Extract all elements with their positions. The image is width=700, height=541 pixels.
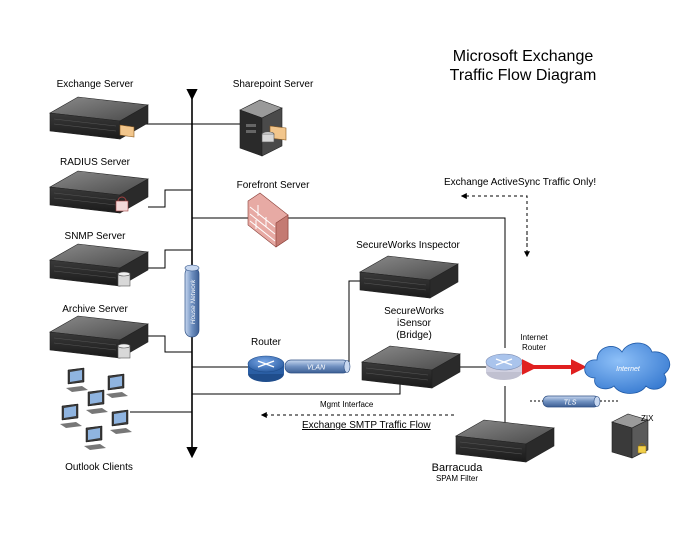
zix-label: ZIX xyxy=(641,414,654,423)
diagram-title: Microsoft Exchange Traffic Flow Diagram xyxy=(443,47,603,85)
radius-server-label: RADIUS Server xyxy=(59,157,131,168)
secureworks-inspector-icon xyxy=(359,255,459,299)
archive-server-label: Archive Server xyxy=(62,304,128,315)
activesync-note: Exchange ActiveSync Traffic Only! xyxy=(444,177,597,188)
snmp-server-label: SNMP Server xyxy=(64,231,126,242)
internet-router-icon xyxy=(485,353,523,380)
zix-device-icon xyxy=(611,413,649,459)
outlook-clients-label: Outlook Clients xyxy=(65,462,133,473)
radius-server-icon xyxy=(49,170,149,214)
title-line-1: Microsoft Exchange xyxy=(452,48,594,65)
vlan-label: VLAN xyxy=(307,365,326,372)
exchange-server-icon xyxy=(49,96,149,140)
smtp-flow-label: Exchange SMTP Traffic Flow xyxy=(302,420,431,431)
tls-label: TLS xyxy=(564,400,577,407)
mgmt-interface-label: Mgmt Interface xyxy=(320,400,374,409)
sharepoint-server-label: Sharepoint Server xyxy=(232,79,314,90)
barracuda-sub-label: SPAM Filter xyxy=(435,474,479,483)
internet-cloud-label: Internet xyxy=(616,366,641,373)
archive-server-icon xyxy=(49,315,149,359)
internet-router-line-1: Internet xyxy=(520,333,548,342)
house-network-pipe xyxy=(184,264,200,338)
secureworks-inspector-label: SecureWorks Inspector xyxy=(356,240,460,251)
activesync-flow xyxy=(460,193,530,258)
barracuda-icon xyxy=(455,419,555,463)
secureworks-isensor-label: SecureWorks iSensor (Bridge) xyxy=(384,306,444,342)
house-network-label: House Network xyxy=(190,279,197,324)
internet-cloud-icon xyxy=(584,342,671,394)
router-label: Router xyxy=(250,337,282,348)
forefront-server-label: Forefront Server xyxy=(236,180,310,191)
secureworks-isensor-icon xyxy=(361,345,461,389)
isensor-line-2: iSensor xyxy=(397,318,431,329)
sharepoint-server-icon xyxy=(239,99,287,157)
title-line-2: Traffic Flow Diagram xyxy=(449,67,597,84)
snmp-server-icon xyxy=(49,243,149,287)
internet-router-label: Internet Router xyxy=(520,333,547,353)
router-icon xyxy=(247,355,285,382)
internet-router-line-2: Router xyxy=(521,343,547,352)
isensor-line-3: (Bridge) xyxy=(396,330,432,341)
outlook-clients-icon xyxy=(60,367,132,450)
barracuda-label: Barracuda xyxy=(431,462,483,474)
tls-pipe xyxy=(530,395,618,408)
isensor-line-1: SecureWorks xyxy=(384,306,444,317)
exchange-server-label: Exchange Server xyxy=(56,79,134,90)
vlan-pipe xyxy=(284,359,351,374)
forefront-firewall-icon xyxy=(247,192,289,248)
